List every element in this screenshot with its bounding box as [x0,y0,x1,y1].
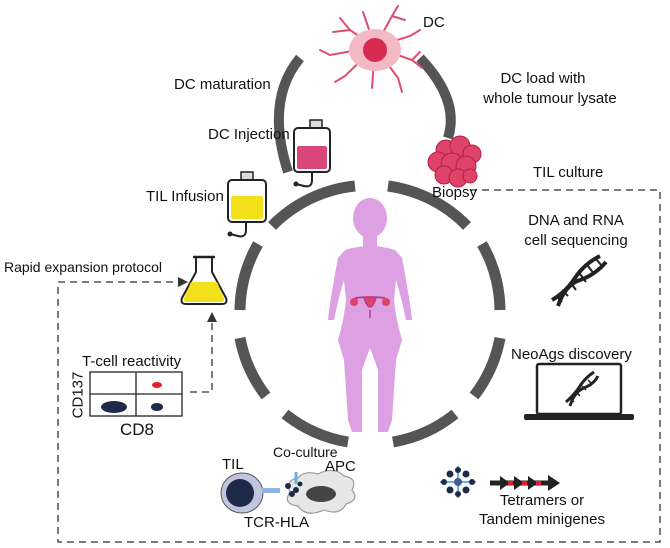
cycle-arc-bottom-right [391,409,459,448]
cycle-arc-left-upper [234,241,263,311]
cycle-arc-right-upper [477,241,506,311]
label-tcr-hla: TCR-HLA [244,514,310,531]
cycle-circle [234,180,506,448]
arrow-to-flask [178,277,188,287]
cycle-arc-top-left [268,180,356,230]
dc-loop-arc-left [273,54,304,174]
cycle-arc-top-right [387,180,471,230]
til-culture-loop-line [57,189,661,543]
coculture-cells-icon [220,469,356,514]
label-dc-load-2: whole tumour lysate [483,90,617,107]
label-til: TIL [222,456,244,473]
label-apc: APC [325,458,356,475]
label-coculture: Co-culture [273,444,338,460]
label-biopsy: Biopsy [432,184,478,201]
label-tetramers: Tetramers or [499,492,585,509]
flask-icon [180,255,228,305]
reactivity-to-flask-line [190,322,213,393]
cycle-arc-right-lower [469,336,506,400]
dna-helix-icon [550,254,608,307]
tandem-minigenes-icon [490,475,560,491]
patient-body-icon [328,198,412,432]
label-til-culture: TIL culture [533,164,604,181]
tumour-biopsy-icon [427,135,482,188]
label-cd137: CD137 [69,371,87,419]
label-cd8: CD8 [120,420,155,439]
dc-nucleus [363,38,387,62]
dc-loop-arc-right [416,54,456,140]
tetramer-icon [440,466,476,498]
label-neoags: NeoAgs discovery [511,346,632,363]
til-infusion-bag-icon [227,171,267,238]
flow-cytometry-plot [89,371,183,417]
label-dc: DC [423,14,445,31]
cycle-arc-left-lower [234,336,271,400]
cycle-arc-bottom-left [281,409,349,448]
label-dc-injection: DC Injection [208,126,290,143]
uterus-icon [350,296,390,318]
label-tcell-reactivity: T-cell reactivity [82,353,182,370]
label-sequencing-2: cell sequencing [524,232,628,249]
label-dc-load: DC load with [500,70,586,87]
label-sequencing: DNA and RNA [528,212,624,229]
arrow-up-to-flask [207,312,217,322]
dc-injection-bag-icon [293,119,331,188]
label-rapid-expansion: Rapid expansion protocol [4,259,162,275]
laptop-icon [524,362,634,420]
dashed-connectors [57,189,661,543]
label-dc-maturation: DC maturation [174,76,271,93]
label-til-infusion: TIL Infusion [146,188,224,205]
label-tetramers-2: Tandem minigenes [479,511,605,528]
